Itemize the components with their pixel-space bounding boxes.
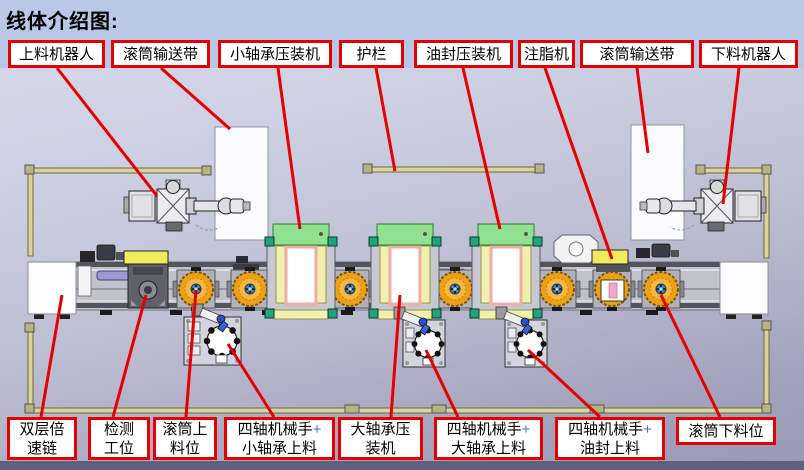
label-roller-unloading-position: 滚筒下料位 — [676, 417, 776, 445]
label-scara-oil-seal: 四轴机械手+ 油封上料 — [555, 417, 665, 460]
leader-line — [111, 294, 148, 418]
oil-seal-press-machine — [468, 222, 544, 321]
leader-line — [424, 349, 460, 418]
label-loading-robot: 上料机器人 — [8, 40, 105, 68]
leader-line — [461, 67, 502, 230]
leader-lines — [39, 66, 741, 419]
label-scara-small-bearing: 四轴机械手+ 小轴承上料 — [224, 417, 335, 460]
label-double-speed-chain: 双层倍速链 — [7, 417, 77, 460]
label-large-bearing-press: 大轴承压装机 — [338, 417, 423, 460]
grease-machine — [553, 234, 630, 302]
label-roller-conveyor-2: 滚筒输送带 — [580, 40, 694, 68]
leader-line — [184, 289, 198, 418]
leader-line — [635, 67, 650, 154]
diagram-title: 线体介绍图: — [6, 11, 119, 33]
inspection-station-machine — [123, 250, 169, 309]
label-roller-conveyor-1: 滚筒输送带 — [111, 40, 210, 68]
unloading-end-box — [719, 261, 769, 319]
label-oil-seal-press: 油封压装机 — [414, 40, 513, 68]
turntable-7 — [637, 266, 685, 312]
double-speed-chain-box — [27, 261, 77, 319]
leader-line — [389, 294, 402, 418]
bottom-band — [0, 461, 804, 470]
roller-conveyor-left-outline — [214, 126, 269, 241]
leader-line — [721, 67, 741, 205]
leader-line — [160, 66, 231, 131]
guardrail-middle — [362, 163, 545, 174]
turntable-2 — [226, 266, 274, 312]
leader-line — [543, 67, 614, 260]
label-guardrail: 护栏 — [339, 40, 404, 68]
leader-line — [526, 348, 602, 419]
label-small-bearing-press: 小轴承压装机 — [218, 40, 332, 68]
roller-conveyor-right-outline — [630, 124, 685, 241]
leader-line — [39, 294, 64, 418]
small-bearing-press-machine — [263, 222, 339, 321]
leader-line — [226, 343, 276, 418]
large-bearing-press-machine — [367, 222, 443, 321]
leader-line — [659, 294, 722, 418]
label-grease-machine: 注脂机 — [518, 40, 575, 68]
guardrail-bottom — [24, 320, 772, 414]
guardrail-top-left — [24, 164, 212, 257]
leader-line — [55, 67, 159, 197]
leader-line — [374, 67, 397, 172]
turntable-5 — [533, 266, 581, 312]
leader-line — [276, 67, 302, 230]
label-inspection-station: 检测工位 — [88, 417, 150, 460]
label-roller-loading-position: 滚筒上料位 — [153, 417, 217, 460]
label-unloading-robot: 下料机器人 — [699, 40, 798, 68]
label-scara-large-bearing: 四轴机械手+ 大轴承上料 — [434, 417, 543, 460]
right-conveyor-details — [636, 243, 679, 258]
